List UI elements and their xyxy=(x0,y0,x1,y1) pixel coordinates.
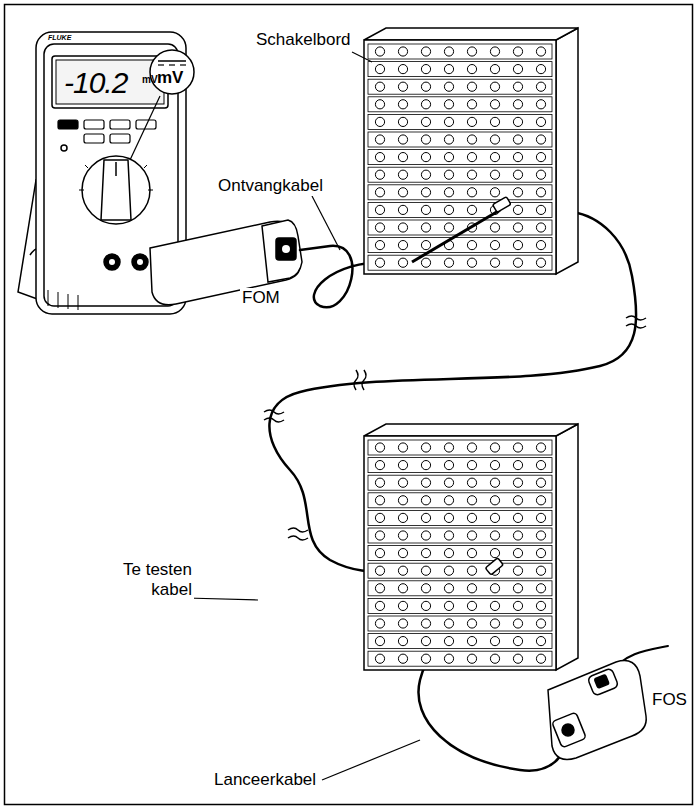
panel-holes xyxy=(368,44,552,270)
leader-lines xyxy=(186,52,420,780)
panel-holes xyxy=(368,440,552,666)
part-label: Lanceerkabel xyxy=(212,770,318,790)
part-label: Te testen kabel xyxy=(114,560,194,599)
patch-panel xyxy=(364,28,578,274)
part-label: Ontvangkabel xyxy=(216,176,325,196)
display-unit: mV xyxy=(142,74,158,86)
figure-frame xyxy=(5,5,693,805)
brand-name: FLUKE xyxy=(48,34,71,42)
part-label: Schakelbord xyxy=(254,30,353,50)
patch-panel xyxy=(364,424,578,670)
fos-source xyxy=(548,661,646,760)
part-label: FOS xyxy=(650,690,689,710)
cables xyxy=(269,206,668,771)
part-label: FOM xyxy=(240,288,282,308)
display-reading: -10.2 xyxy=(64,66,127,101)
range-callout xyxy=(130,50,194,160)
cable-plugs xyxy=(392,197,511,575)
range-callout-unit: mV xyxy=(157,68,183,88)
